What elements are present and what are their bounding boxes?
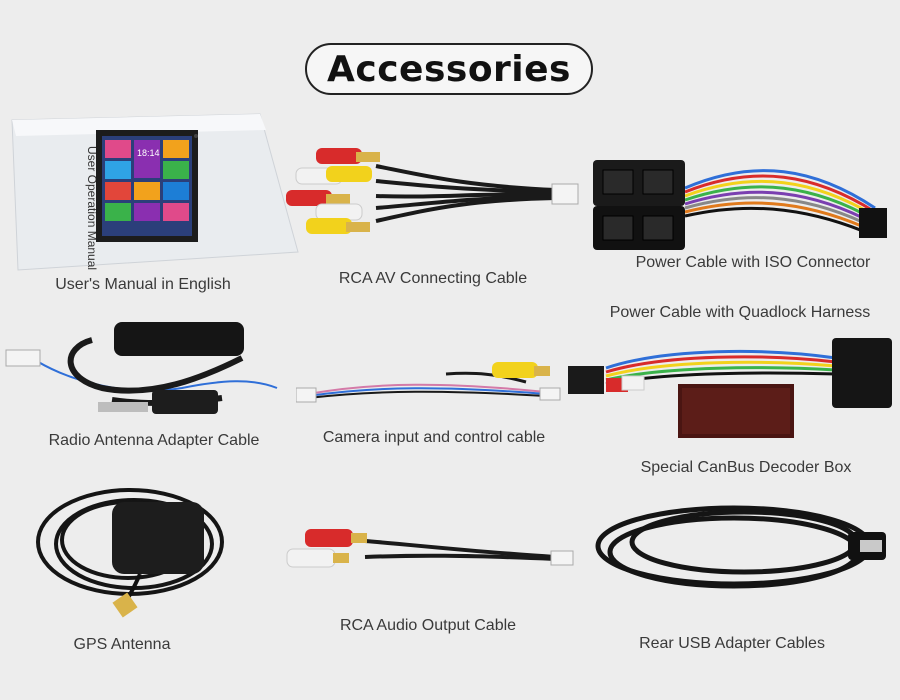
gps-antenna-image <box>30 482 250 622</box>
rca-av-cable-image <box>286 146 586 246</box>
item-label-rca-av: RCA AV Connecting Cable <box>338 270 528 287</box>
user-manual-image: User Operation Manual 18:14 <box>10 112 300 272</box>
item-label-canbus: Special CanBus Decoder Box <box>640 459 852 476</box>
iso-power-cable-image <box>585 148 895 258</box>
manual-screen-clock: 18:14 <box>137 148 160 158</box>
camera-input-cable-image <box>296 352 566 412</box>
rca-audio-cable-image <box>285 525 575 575</box>
item-label-rear-usb: Rear USB Adapter Cables <box>639 635 825 652</box>
rear-usb-cable-image <box>584 496 894 608</box>
item-label-camera-input: Camera input and control cable <box>322 429 546 446</box>
item-label-quadlock-power: Power Cable with Quadlock Harness <box>609 304 871 321</box>
canbus-decoder-image <box>566 328 896 448</box>
radio-antenna-adapter-image <box>2 318 292 428</box>
item-label-iso-power: Power Cable with ISO Connector <box>635 254 871 271</box>
page-title: Accessories <box>327 48 571 90</box>
item-label-rca-audio: RCA Audio Output Cable <box>339 617 517 634</box>
page-title-pill: Accessories <box>305 43 593 95</box>
item-label-radio-antenna: Radio Antenna Adapter Cable <box>48 432 260 449</box>
item-label-manual: User's Manual in English <box>55 276 231 293</box>
item-label-gps: GPS Antenna <box>73 636 171 653</box>
manual-cover-text: User Operation Manual <box>85 146 99 270</box>
